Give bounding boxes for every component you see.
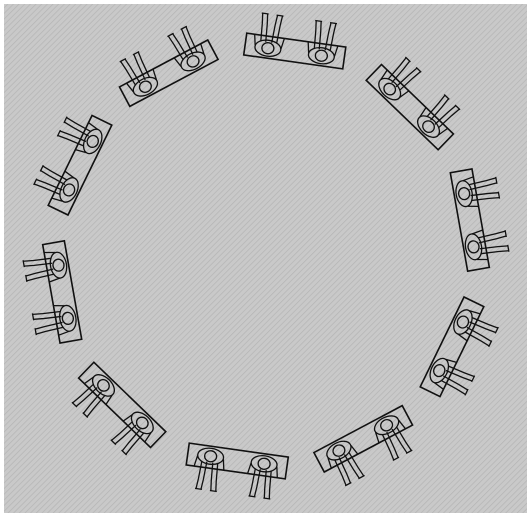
hatched-floor bbox=[4, 4, 527, 513]
